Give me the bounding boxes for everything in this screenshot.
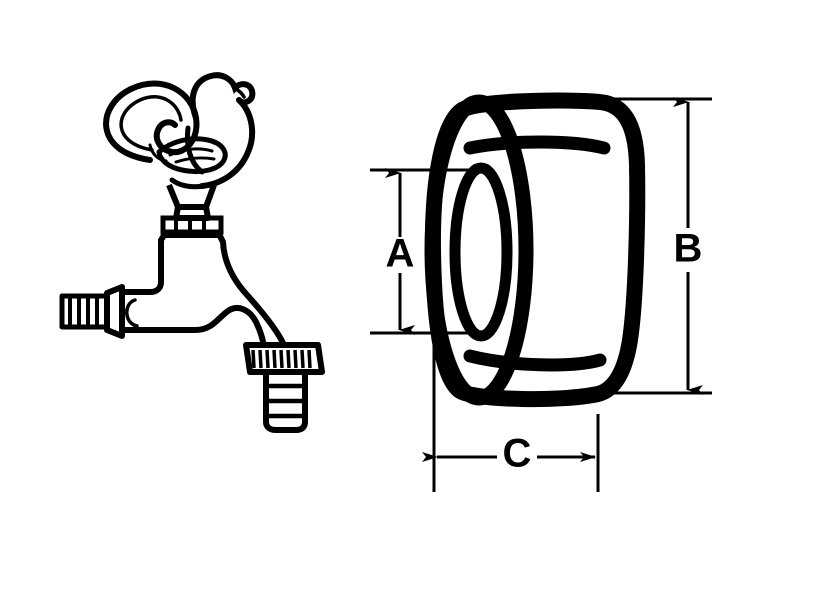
dimension-b: B	[586, 97, 712, 395]
tap-threaded-inlet	[59, 284, 139, 339]
union-nut-illustration	[424, 92, 646, 408]
dimension-a: A	[370, 168, 474, 335]
nut-outer-face-ellipse	[424, 94, 534, 406]
dimension-c-label: C	[503, 432, 532, 476]
bib-tap-illustration	[59, 72, 325, 433]
nut-inner-bore-ellipse	[449, 162, 513, 342]
tap-hose-outlet	[243, 342, 325, 433]
dimension-b-label: B	[674, 227, 703, 271]
dimension-c: C	[422, 345, 600, 492]
tap-packing-nut	[160, 215, 224, 238]
tap-handle-ornament	[103, 72, 256, 190]
dimension-a-label: A	[386, 232, 415, 276]
tap-body	[122, 232, 287, 348]
